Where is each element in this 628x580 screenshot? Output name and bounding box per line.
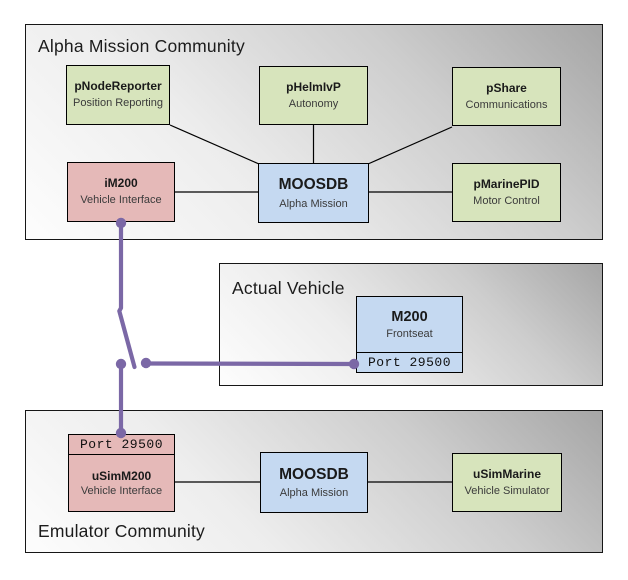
alpha-community-title: Alpha Mission Community [38, 36, 245, 56]
switch-blade-line [117, 220, 137, 370]
node-pshare: pShare Communications [452, 67, 561, 126]
node-title: pNodeReporter [74, 79, 162, 94]
node-subtitle: Communications [465, 98, 548, 111]
node-subtitle: Autonomy [288, 97, 339, 110]
node-title: pMarinePID [473, 176, 540, 191]
node-subtitle: Alpha Mission [279, 197, 348, 210]
node-subtitle: Alpha Mission [279, 487, 349, 500]
emulator-community-title: Emulator Community [38, 521, 205, 541]
node-m200-frontseat: M200 Frontseat Port 29500 [356, 296, 463, 373]
node-subtitle: Motor Control [473, 194, 540, 207]
node-title: uSimMarine [472, 466, 541, 481]
switch-dot-m200-port [348, 358, 360, 370]
node-usimmarine: uSimMarine Vehicle Simulator [452, 453, 562, 512]
node-subtitle: Frontseat [386, 328, 433, 341]
node-title: pShare [486, 80, 527, 95]
node-title: pHelmIvP [286, 79, 341, 94]
node-usimm200: Port 29500 uSimM200 Vehicle Interface [68, 434, 175, 512]
node-moosdb-alpha: MOOSDB Alpha Mission [258, 163, 369, 223]
switch-dot-im200 [115, 217, 127, 229]
node-title: iM200 [104, 176, 138, 191]
connector-pshare-moosdb [367, 126, 453, 165]
usimm200-main: uSimM200 Vehicle Interface [69, 455, 174, 511]
node-title: uSimM200 [91, 468, 152, 483]
m200-port-label: Port 29500 [357, 352, 462, 372]
node-pnodereporter: pNodeReporter Position Reporting [66, 65, 170, 125]
node-phelmivp: pHelmIvP Autonomy [259, 66, 368, 125]
node-im200: iM200 Vehicle Interface [67, 162, 175, 222]
connector-pnodereporter-moosdb [169, 124, 260, 165]
switch-dot-usimm200-port [115, 427, 127, 439]
actual-vehicle-title: Actual Vehicle [232, 278, 345, 298]
node-title: M200 [391, 308, 428, 325]
node-subtitle: Position Reporting [73, 97, 163, 110]
usimm200-port-label: Port 29500 [69, 435, 174, 455]
m200-main: M200 Frontseat [357, 297, 462, 352]
node-subtitle: Vehicle Interface [80, 194, 162, 207]
node-moosdb-emulator: MOOSDB Alpha Mission [260, 452, 368, 513]
switch-dot-left-contact [115, 358, 127, 370]
node-pmarinepid: pMarinePID Motor Control [452, 163, 561, 222]
switch-to-m200-line [143, 361, 356, 367]
switch-dot-right-contact [140, 357, 152, 369]
node-title: MOOSDB [279, 465, 349, 483]
node-title: MOOSDB [278, 176, 349, 194]
node-subtitle: Vehicle Simulator [464, 484, 550, 497]
node-subtitle: Vehicle Interface [80, 485, 163, 498]
